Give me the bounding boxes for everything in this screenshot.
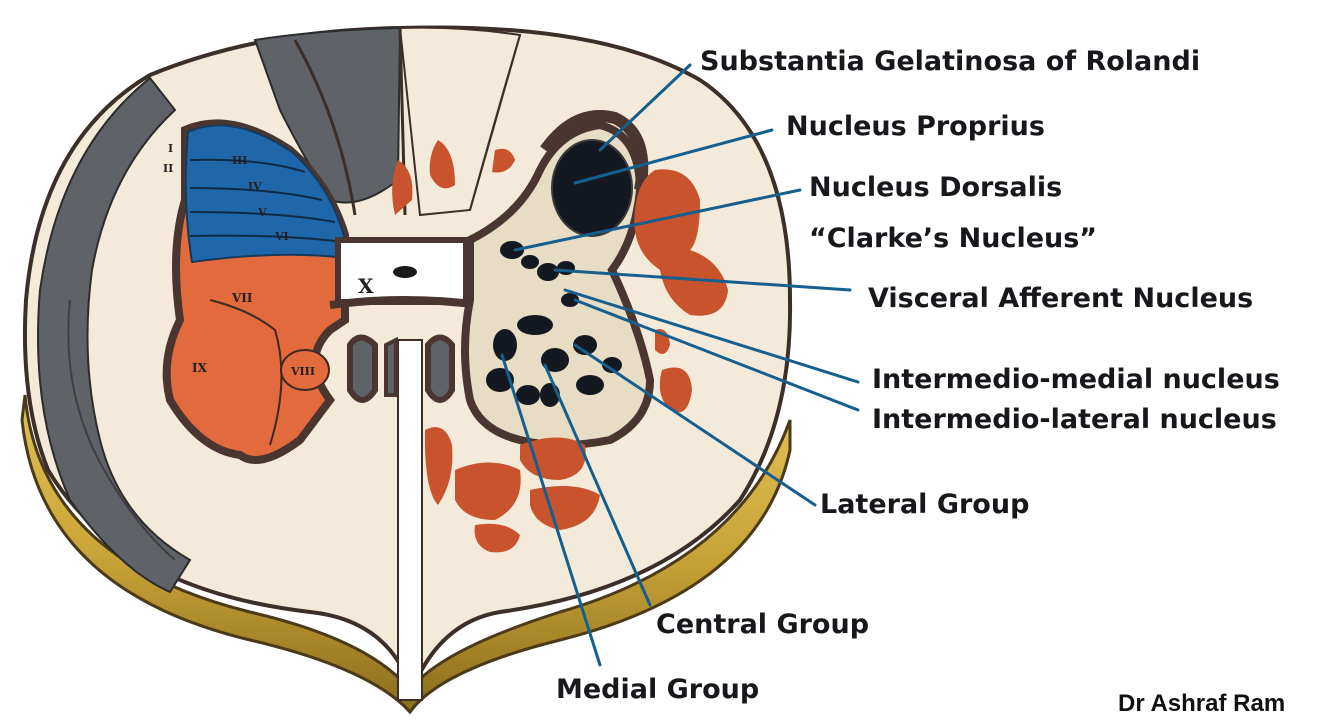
- lamina-label-v: V: [257, 206, 267, 219]
- label-central-group: Central Group: [656, 611, 869, 638]
- label-visceral-afferent: Visceral Afferent Nucleus: [868, 285, 1253, 312]
- lamina-label-iv: IV: [248, 180, 262, 193]
- nucleus-proprius: [552, 140, 632, 236]
- central-canal: [393, 266, 417, 278]
- author-credit: Dr Ashraf Ram: [1118, 690, 1285, 718]
- label-clarkes-nucleus: “Clarke’s Nucleus”: [809, 225, 1097, 252]
- label-intermedio-lateral: Intermedio-lateral nucleus: [872, 406, 1277, 433]
- lamina-label-x: X: [358, 274, 374, 298]
- ventral-commissure-right: [428, 338, 452, 401]
- label-substantia-gelatinosa: Substantia Gelatinosa of Rolandi: [700, 48, 1200, 75]
- lamina-label-vi: VI: [274, 230, 289, 243]
- lamina-label-ix: IX: [192, 361, 208, 375]
- lamina-label-i: I: [168, 142, 173, 155]
- ventral-commissure-left: [350, 338, 375, 401]
- label-intermedio-medial: Intermedio-medial nucleus: [872, 366, 1280, 393]
- ventral-commissure-mid: [386, 340, 396, 395]
- lamina-label-viii: VIII: [290, 365, 315, 378]
- lamina-label-vii: VII: [231, 291, 253, 305]
- ventral-fissure: [398, 340, 422, 700]
- label-lateral-group: Lateral Group: [820, 491, 1029, 518]
- label-nucleus-proprius: Nucleus Proprius: [786, 113, 1045, 140]
- label-medial-group: Medial Group: [556, 676, 759, 703]
- label-nucleus-dorsalis: Nucleus Dorsalis: [809, 174, 1062, 201]
- lamina-label-ii: II: [163, 162, 173, 175]
- lamina-label-iii: III: [232, 154, 247, 167]
